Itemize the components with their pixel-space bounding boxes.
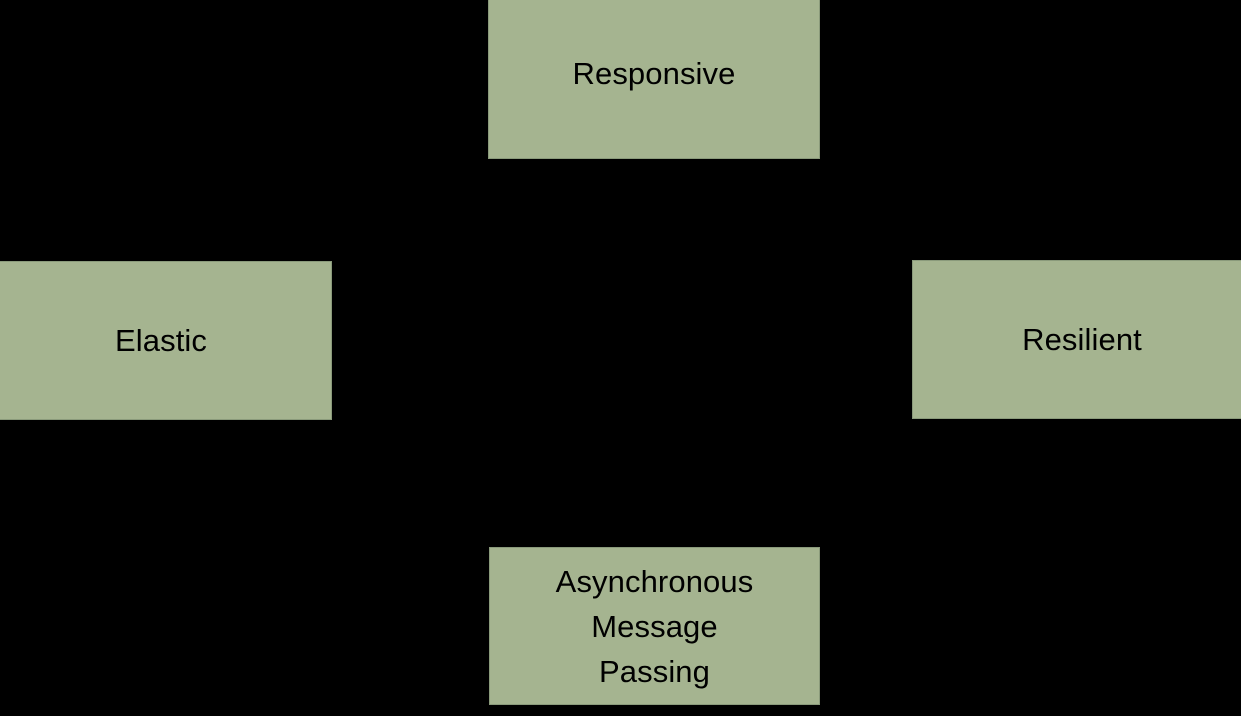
connector-responsive-elastic (165, 79, 489, 262)
node-responsive-label: Responsive (572, 56, 736, 91)
node-resilient-label: Resilient (1022, 322, 1142, 357)
node-asynchronous-message-passing[interactable]: Asynchronous Message Passing (489, 547, 820, 705)
connector-elastic-async (165, 419, 490, 628)
connector-resilient-async (819, 418, 1076, 628)
connector-responsive-resilient (819, 79, 1076, 261)
node-resilient[interactable]: Resilient (912, 260, 1241, 419)
node-asynchronous-message-passing-label: Asynchronous Message Passing (555, 563, 754, 689)
node-elastic[interactable]: Elastic (0, 261, 332, 420)
node-responsive[interactable]: Responsive (488, 0, 820, 159)
node-elastic-label: Elastic (114, 323, 207, 358)
